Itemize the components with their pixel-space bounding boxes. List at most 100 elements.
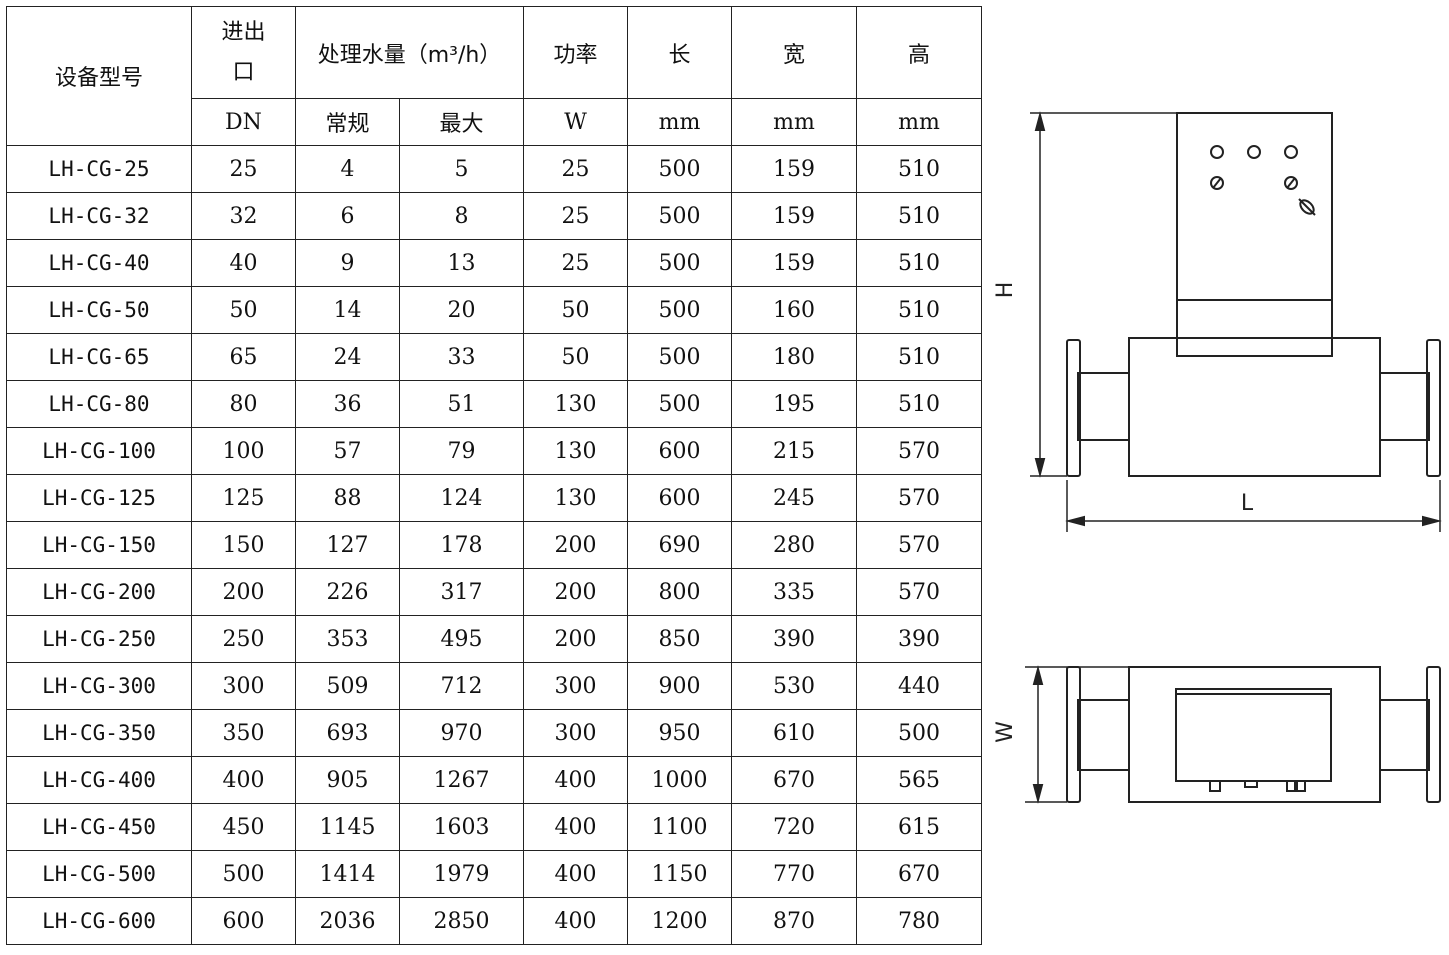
cell-width: 530 — [731, 662, 858, 710]
cell-power: 130 — [523, 427, 629, 475]
connector-icon — [1286, 780, 1296, 792]
cell-inlet: 400 — [191, 756, 296, 804]
cell-width: 280 — [731, 521, 858, 569]
cell-height: 570 — [856, 521, 983, 569]
arrow-down-icon — [1032, 784, 1044, 804]
arrow-right-icon — [1422, 515, 1442, 527]
cell-width: 215 — [731, 427, 858, 475]
cell-width: 670 — [731, 756, 858, 804]
cell-model: LH-CG-65 — [6, 333, 192, 381]
cell-flow-normal: 14 — [295, 286, 400, 334]
cell-flow-normal: 905 — [295, 756, 400, 804]
cell-power: 200 — [523, 568, 629, 616]
header-row: 设备型号 进出 口 处理水量（m³/h） 功率 长 宽 高 — [6, 6, 983, 146]
dimension-drawing: H L W — [993, 111, 1442, 804]
height-label: H — [993, 282, 1018, 299]
header-power: 功率 — [523, 6, 629, 99]
cell-length: 1000 — [627, 756, 733, 804]
header-inlet-line1: 进出 — [221, 19, 266, 45]
cell-width: 245 — [731, 474, 858, 522]
cell-power: 400 — [523, 803, 629, 851]
cell-flow-max: 495 — [398, 615, 525, 663]
cell-height: 570 — [856, 427, 983, 475]
cell-inlet: 25 — [191, 145, 296, 193]
subheader-length-unit: mm — [627, 98, 733, 146]
cell-flow-normal: 24 — [295, 333, 400, 381]
cell-flow-max: 317 — [398, 568, 525, 616]
cell-inlet: 32 — [191, 192, 296, 240]
top-left-pipe — [1077, 699, 1130, 771]
cell-power: 300 — [523, 709, 629, 757]
cell-inlet: 500 — [191, 850, 296, 898]
cell-flow-max: 51 — [398, 380, 525, 428]
cell-inlet: 40 — [191, 239, 296, 287]
cell-inlet: 450 — [191, 803, 296, 851]
cell-power: 25 — [523, 145, 629, 193]
cell-flow-max: 20 — [398, 286, 525, 334]
cell-width: 159 — [731, 239, 858, 287]
connector-icon — [1296, 780, 1306, 792]
cell-flow-max: 1267 — [398, 756, 525, 804]
control-box — [1176, 112, 1333, 357]
cell-inlet: 250 — [191, 615, 296, 663]
width-label: W — [993, 721, 1018, 743]
cell-model: LH-CG-25 — [6, 145, 192, 193]
cell-power: 25 — [523, 192, 629, 240]
screw-icon — [1284, 176, 1298, 190]
cell-length: 1100 — [627, 803, 733, 851]
cell-length: 500 — [627, 286, 733, 334]
cell-length: 950 — [627, 709, 733, 757]
cell-height: 565 — [856, 756, 983, 804]
cell-flow-normal: 57 — [295, 427, 400, 475]
cell-length: 1150 — [627, 850, 733, 898]
cell-flow-max: 79 — [398, 427, 525, 475]
header-flow: 处理水量（m³/h） — [294, 6, 525, 99]
cell-model: LH-CG-350 — [6, 709, 192, 757]
cell-flow-normal: 509 — [295, 662, 400, 710]
cell-power: 50 — [523, 333, 629, 381]
cell-model: LH-CG-300 — [6, 662, 192, 710]
cell-length: 800 — [627, 568, 733, 616]
top-view: W — [993, 665, 1441, 804]
cell-width: 770 — [731, 850, 858, 898]
subheader-power-unit: W — [523, 98, 629, 146]
right-flange — [1426, 339, 1441, 477]
cell-inlet: 65 — [191, 333, 296, 381]
top-control-box — [1175, 688, 1332, 782]
cell-model: LH-CG-32 — [6, 192, 192, 240]
cell-power: 130 — [523, 380, 629, 428]
cell-width: 180 — [731, 333, 858, 381]
cell-flow-max: 1603 — [398, 803, 525, 851]
arrow-down-icon — [1034, 458, 1046, 478]
header-length: 长 — [627, 6, 733, 99]
subheader-inlet-unit: DN — [191, 98, 296, 146]
cell-height: 615 — [856, 803, 983, 851]
cell-length: 600 — [627, 427, 733, 475]
indicator-light-icon — [1247, 145, 1261, 159]
subheader-flow-max: 最大 — [398, 98, 525, 146]
cell-inlet: 600 — [191, 897, 296, 945]
cell-flow-max: 124 — [398, 474, 525, 522]
cell-inlet: 125 — [191, 474, 296, 522]
cell-flow-max: 8 — [398, 192, 525, 240]
cell-flow-normal: 127 — [295, 521, 400, 569]
cell-power: 300 — [523, 662, 629, 710]
cell-model: LH-CG-40 — [6, 239, 192, 287]
cell-flow-normal: 36 — [295, 380, 400, 428]
cell-height: 780 — [856, 897, 983, 945]
arrow-left-icon — [1065, 515, 1085, 527]
cell-model: LH-CG-450 — [6, 803, 192, 851]
cell-length: 500 — [627, 380, 733, 428]
cell-length: 500 — [627, 145, 733, 193]
left-flange — [1066, 339, 1081, 477]
cell-length: 500 — [627, 192, 733, 240]
cell-width: 870 — [731, 897, 858, 945]
cell-height: 510 — [856, 380, 983, 428]
top-right-pipe — [1379, 699, 1430, 771]
